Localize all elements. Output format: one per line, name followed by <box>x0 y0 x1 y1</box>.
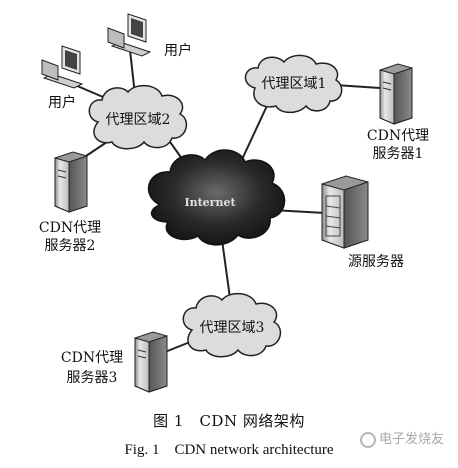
watermark: 电子发烧友 <box>359 428 444 448</box>
cdn-server-1-label-line1: CDN代理 <box>367 128 429 144</box>
user-1-computer-icon <box>107 13 152 57</box>
cdn-server-3-label-line2: 服务器3 <box>67 370 118 386</box>
cdn-server-3-label-line1: CDN代理 <box>61 350 123 366</box>
cdn-server-1-label-line2: 服务器1 <box>373 146 424 162</box>
proxy-region-2-label: 代理区域2 <box>106 112 171 128</box>
cdn-server-1-icon <box>379 63 413 125</box>
user-2-computer-icon <box>41 45 84 89</box>
cdn-server-2-label-line1: CDN代理 <box>39 220 101 236</box>
link-internet-region3 <box>221 239 231 299</box>
watermark-logo-icon <box>359 431 376 448</box>
internet-label: Internet <box>184 196 236 209</box>
link-region1-cdn1 <box>334 84 381 89</box>
cdn-server-3-icon <box>134 331 168 393</box>
proxy-region-3-label: 代理区域3 <box>200 320 265 336</box>
figure-caption-english: Fig. 1 CDN network architecture <box>124 442 334 458</box>
user-2-label: 用户 <box>48 94 76 111</box>
origin-server-icon <box>321 175 369 249</box>
watermark-text: 电子发烧友 <box>378 432 444 447</box>
internet-cloud-icon: Internet <box>147 149 286 246</box>
cdn-server-2-label-line2: 服务器2 <box>45 238 96 254</box>
user-1-label: 用户 <box>164 42 192 59</box>
proxy-region-3-cloud: 代理区域3 <box>182 292 282 358</box>
figure-caption-chinese: 图 1 CDN 网络架构 <box>153 412 305 430</box>
proxy-region-1-cloud: 代理区域1 <box>244 54 343 114</box>
origin-server-label: 源服务器 <box>348 254 404 270</box>
proxy-region-1-label: 代理区域1 <box>262 76 327 92</box>
proxy-region-2-cloud: 代理区域2 <box>88 84 188 150</box>
cdn-server-2-icon <box>54 151 88 213</box>
